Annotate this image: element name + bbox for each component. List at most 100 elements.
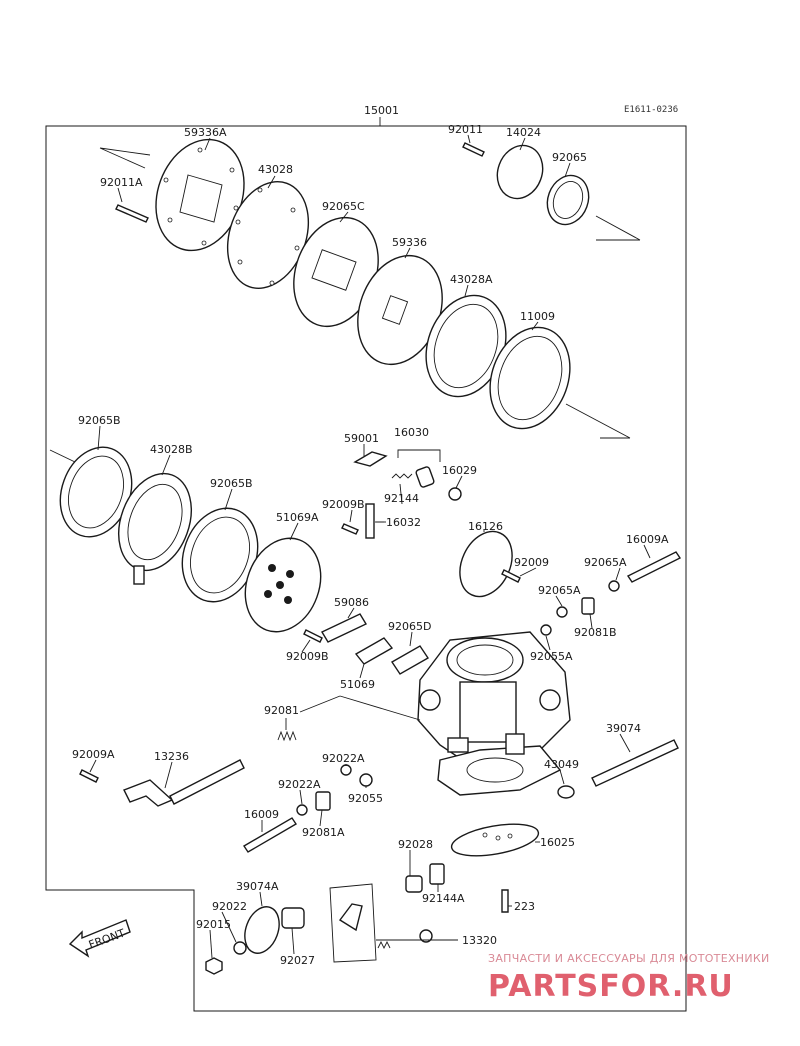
label-43028: 43028	[258, 163, 293, 176]
gasket-92065D[interactable]	[391, 645, 429, 675]
label-16009A: 16009A	[626, 533, 669, 546]
screw-223[interactable]	[501, 889, 509, 913]
cam-39074A[interactable]	[239, 902, 285, 958]
shaft-16009[interactable]	[243, 817, 297, 853]
carburetor-body	[417, 631, 571, 796]
screw-92011A[interactable]	[115, 204, 149, 223]
watermark: ЗАПЧАСТИ И АКСЕССУАРЫ ДЛЯ МОТОТЕХНИКИ PA…	[488, 952, 770, 1004]
label-92144: 92144	[384, 492, 419, 505]
label-92081: 92081	[264, 704, 299, 717]
washer-92022[interactable]	[233, 941, 247, 955]
label-51069A: 51069A	[276, 511, 319, 524]
label-14024: 14024	[506, 126, 541, 139]
label-92055: 92055	[348, 792, 383, 805]
label-39074: 39074	[606, 722, 641, 735]
label-92065: 92065	[552, 151, 587, 164]
label-92065C: 92065C	[322, 200, 365, 213]
screw-92009B-lower[interactable]	[303, 629, 323, 643]
washer-43049[interactable]	[557, 785, 575, 799]
screw-92009B-upper[interactable]	[341, 523, 359, 535]
lever-shaft-13236[interactable]	[123, 759, 245, 807]
diaphragm-51069A[interactable]	[233, 528, 333, 643]
disc-16126[interactable]	[450, 523, 522, 605]
leader-lines	[89, 134, 651, 959]
label-92065A-right: 92065A	[584, 556, 627, 569]
plate-59086[interactable]	[321, 613, 367, 643]
assembly-number: 15001	[364, 104, 399, 117]
label-16025: 16025	[540, 836, 575, 849]
washer-92022A-lower[interactable]	[296, 804, 308, 816]
assembly-frame	[45, 125, 687, 1012]
label-59086: 59086	[334, 596, 369, 609]
oring-92055A[interactable]	[540, 624, 552, 636]
diaphragm-11009[interactable]	[477, 316, 584, 440]
label-16029: 16029	[442, 464, 477, 477]
screw-92009A[interactable]	[79, 769, 99, 783]
gasket-43028A[interactable]	[413, 284, 520, 408]
spring-92081B[interactable]	[581, 597, 595, 615]
plate-51069[interactable]	[354, 637, 394, 665]
collar-92028[interactable]	[405, 875, 423, 893]
label-43028A: 43028A	[450, 273, 493, 286]
link-13320[interactable]	[329, 883, 433, 963]
washer-92065A-left[interactable]	[556, 606, 568, 618]
label-59001: 59001	[344, 432, 379, 445]
label-92022A-lower: 92022A	[278, 778, 321, 791]
label-92015: 92015	[196, 918, 231, 931]
oring-16029[interactable]	[448, 487, 462, 501]
label-92022A-upper: 92022A	[322, 752, 365, 765]
spring-92081A[interactable]	[315, 791, 331, 811]
diagram-code: E1611-0236	[624, 105, 678, 115]
label-92065B-right: 92065B	[210, 477, 253, 490]
label-11009: 11009	[520, 310, 555, 323]
ring-92065[interactable]	[541, 170, 596, 231]
screw-92011[interactable]	[462, 142, 485, 157]
label-92144A: 92144A	[422, 892, 465, 905]
label-92009B-upper: 92009B	[322, 498, 365, 511]
spring-92144[interactable]	[391, 473, 413, 479]
plate-16025[interactable]	[449, 819, 541, 862]
label-92022: 92022	[212, 900, 247, 913]
label-43028B: 43028B	[150, 443, 193, 456]
oring-92055[interactable]	[359, 773, 373, 787]
label-51069: 51069	[340, 678, 375, 691]
label-16030: 16030	[394, 426, 429, 439]
collar-92027[interactable]	[281, 907, 305, 929]
label-92009A: 92009A	[72, 748, 115, 761]
label-92011A: 92011A	[100, 176, 143, 189]
label-92065D: 92065D	[388, 620, 431, 633]
label-92055A: 92055A	[530, 650, 573, 663]
lever-59001[interactable]	[353, 451, 388, 467]
watermark-tagline: ЗАПЧАСТИ И АКСЕССУАРЫ ДЛЯ МОТОТЕХНИКИ	[488, 952, 770, 965]
pin-16032[interactable]	[365, 503, 375, 539]
shaft-39074[interactable]	[591, 739, 679, 787]
nut-92015[interactable]	[205, 957, 223, 975]
spring-92144A[interactable]	[429, 863, 445, 885]
cover-59336A[interactable]	[141, 127, 259, 263]
label-223: 223	[514, 900, 535, 913]
washer-92065A-right[interactable]	[608, 580, 620, 592]
valve-16030[interactable]	[415, 466, 435, 488]
label-43049: 43049	[544, 758, 579, 771]
cover-43028B[interactable]	[106, 463, 204, 585]
spring-92081[interactable]	[277, 730, 297, 742]
shaft-16009A[interactable]	[626, 551, 682, 583]
label-92011: 92011	[448, 123, 483, 136]
label-16009: 16009	[244, 808, 279, 821]
label-59336: 59336	[392, 236, 427, 249]
washer-92022A-upper[interactable]	[340, 764, 352, 776]
label-92009B-lower: 92009B	[286, 650, 329, 663]
label-13320: 13320	[462, 934, 497, 947]
screw-92009[interactable]	[501, 569, 521, 583]
watermark-brand: PARTSFOR.RU	[488, 969, 734, 1004]
label-92027: 92027	[280, 954, 315, 967]
label-13236: 13236	[154, 750, 189, 763]
label-92065B-left: 92065B	[78, 414, 121, 427]
cover-14024[interactable]	[490, 139, 550, 205]
label-16032: 16032	[386, 516, 421, 529]
label-59336A: 59336A	[184, 126, 227, 139]
label-92028: 92028	[398, 838, 433, 851]
part-labels: 59336A 43028 92011A 92011 14024 92065 92…	[72, 123, 669, 967]
label-16126: 16126	[468, 520, 503, 533]
